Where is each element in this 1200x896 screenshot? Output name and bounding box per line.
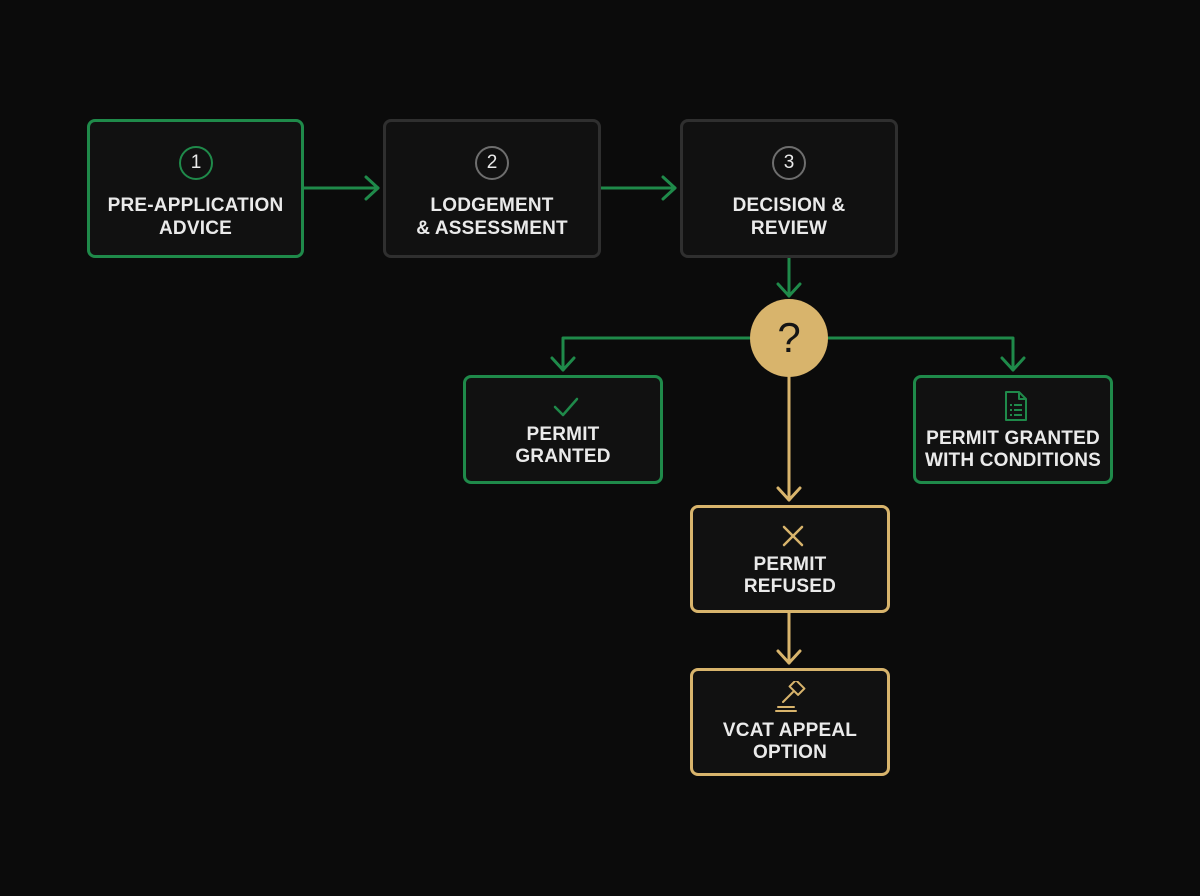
step-number-badge: 1: [179, 146, 213, 180]
outcome-vcat-appeal-option: VCAT APPEAL OPTION: [690, 668, 890, 776]
outcome-label-line2: OPTION: [752, 742, 828, 763]
step-label-line1: DECISION &: [732, 195, 846, 216]
step-1-pre-application-advice: 1 PRE-APPLICATION ADVICE: [87, 119, 304, 258]
step-label-line2: ADVICE: [159, 218, 232, 239]
outcome-permit-granted-with-conditions: PERMIT GRANTED WITH CONDITIONS: [913, 375, 1113, 484]
step-label-line1: PRE-APPLICATION: [107, 195, 284, 216]
step-2-lodgement-assessment: 2 LODGEMENT & ASSESSMENT: [383, 119, 601, 258]
outcome-label-line1: PERMIT: [753, 554, 827, 575]
arrow-decision-to-conditions: [826, 336, 1026, 372]
gavel-icon: [775, 681, 806, 712]
step-label-line2: REVIEW: [750, 218, 828, 239]
arrow-step3-to-decision: [776, 256, 802, 298]
step-number-badge: 2: [475, 146, 509, 180]
arrow-decision-to-refused: [776, 375, 802, 502]
checkmark-icon: [553, 397, 579, 417]
arrow-step2-to-step3: [599, 175, 677, 201]
decision-question-node: ?: [750, 299, 828, 377]
outcome-permit-granted: PERMIT GRANTED: [463, 375, 663, 484]
outcome-permit-refused: PERMIT REFUSED: [690, 505, 890, 613]
step-3-decision-review: 3 DECISION & REVIEW: [680, 119, 898, 258]
outcome-label-line1: PERMIT GRANTED: [926, 428, 1100, 449]
outcome-label-line1: VCAT APPEAL: [722, 720, 858, 741]
document-icon: [1005, 391, 1027, 421]
outcome-label-line1: PERMIT: [526, 424, 600, 445]
arrow-refused-to-appeal: [776, 611, 802, 665]
outcome-label-line2: REFUSED: [743, 576, 837, 597]
outcome-label-line2: WITH CONDITIONS: [924, 450, 1102, 471]
cross-icon: [782, 525, 804, 547]
step-label-line2: & ASSESSMENT: [416, 218, 568, 239]
outcome-label-line2: GRANTED: [515, 446, 611, 467]
step-number-badge: 3: [772, 146, 806, 180]
arrow-decision-to-granted: [550, 336, 752, 372]
step-label-line1: LODGEMENT: [430, 195, 554, 216]
arrow-step1-to-step2: [302, 175, 380, 201]
